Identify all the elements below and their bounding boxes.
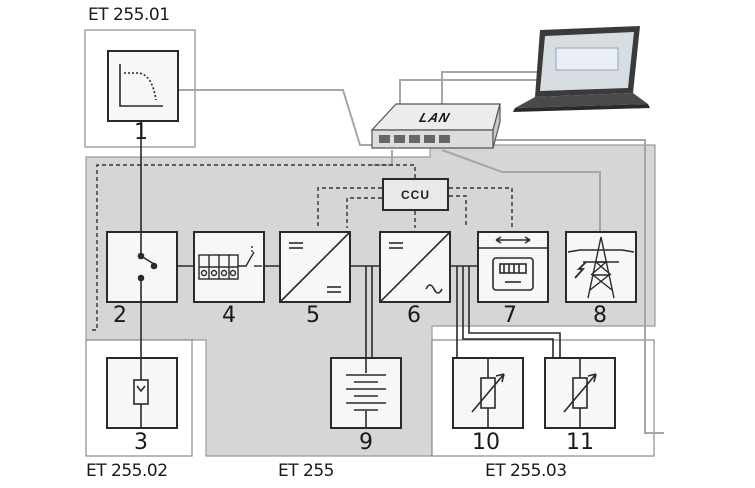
laptop-icon: [513, 26, 650, 112]
label-4: 4: [222, 303, 236, 328]
label-3: 3: [134, 430, 148, 455]
resistor-icon: [563, 358, 597, 428]
group-et25502: ET 255.02: [86, 461, 168, 481]
label-10: 10: [472, 430, 500, 455]
box-7: [477, 231, 549, 303]
label-5: 5: [306, 303, 320, 328]
ccu-label: CCU: [401, 187, 430, 202]
switch-icon: [137, 232, 158, 302]
meter-icon: [478, 236, 548, 291]
dc-dc-icon: [279, 231, 351, 303]
label-1: 1: [134, 120, 148, 145]
label-8: 8: [593, 303, 607, 328]
resistor-icon: [471, 358, 505, 428]
label-6: 6: [407, 303, 421, 328]
box-3: [106, 357, 178, 429]
label-11: 11: [566, 430, 594, 455]
label-2: 2: [113, 303, 127, 328]
group-et255: ET 255: [278, 461, 334, 481]
lan-label: LAN: [417, 110, 453, 125]
label-9: 9: [359, 430, 373, 455]
pylon-icon: [567, 236, 635, 299]
curve-icon: [119, 64, 163, 107]
inverter-icon: [379, 231, 451, 303]
box-1: [107, 50, 179, 122]
ccu-box: CCU: [382, 178, 449, 211]
pv-module-icon: [133, 358, 149, 428]
box-2: [106, 231, 178, 303]
group-et25501: ET 255.01: [88, 5, 170, 25]
group-et25503: ET 255.03: [485, 461, 567, 481]
battery-icon: [346, 358, 386, 428]
label-7: 7: [503, 303, 517, 328]
fuse-switch-icon: [198, 246, 262, 280]
switch-hub-icon: [370, 103, 501, 149]
